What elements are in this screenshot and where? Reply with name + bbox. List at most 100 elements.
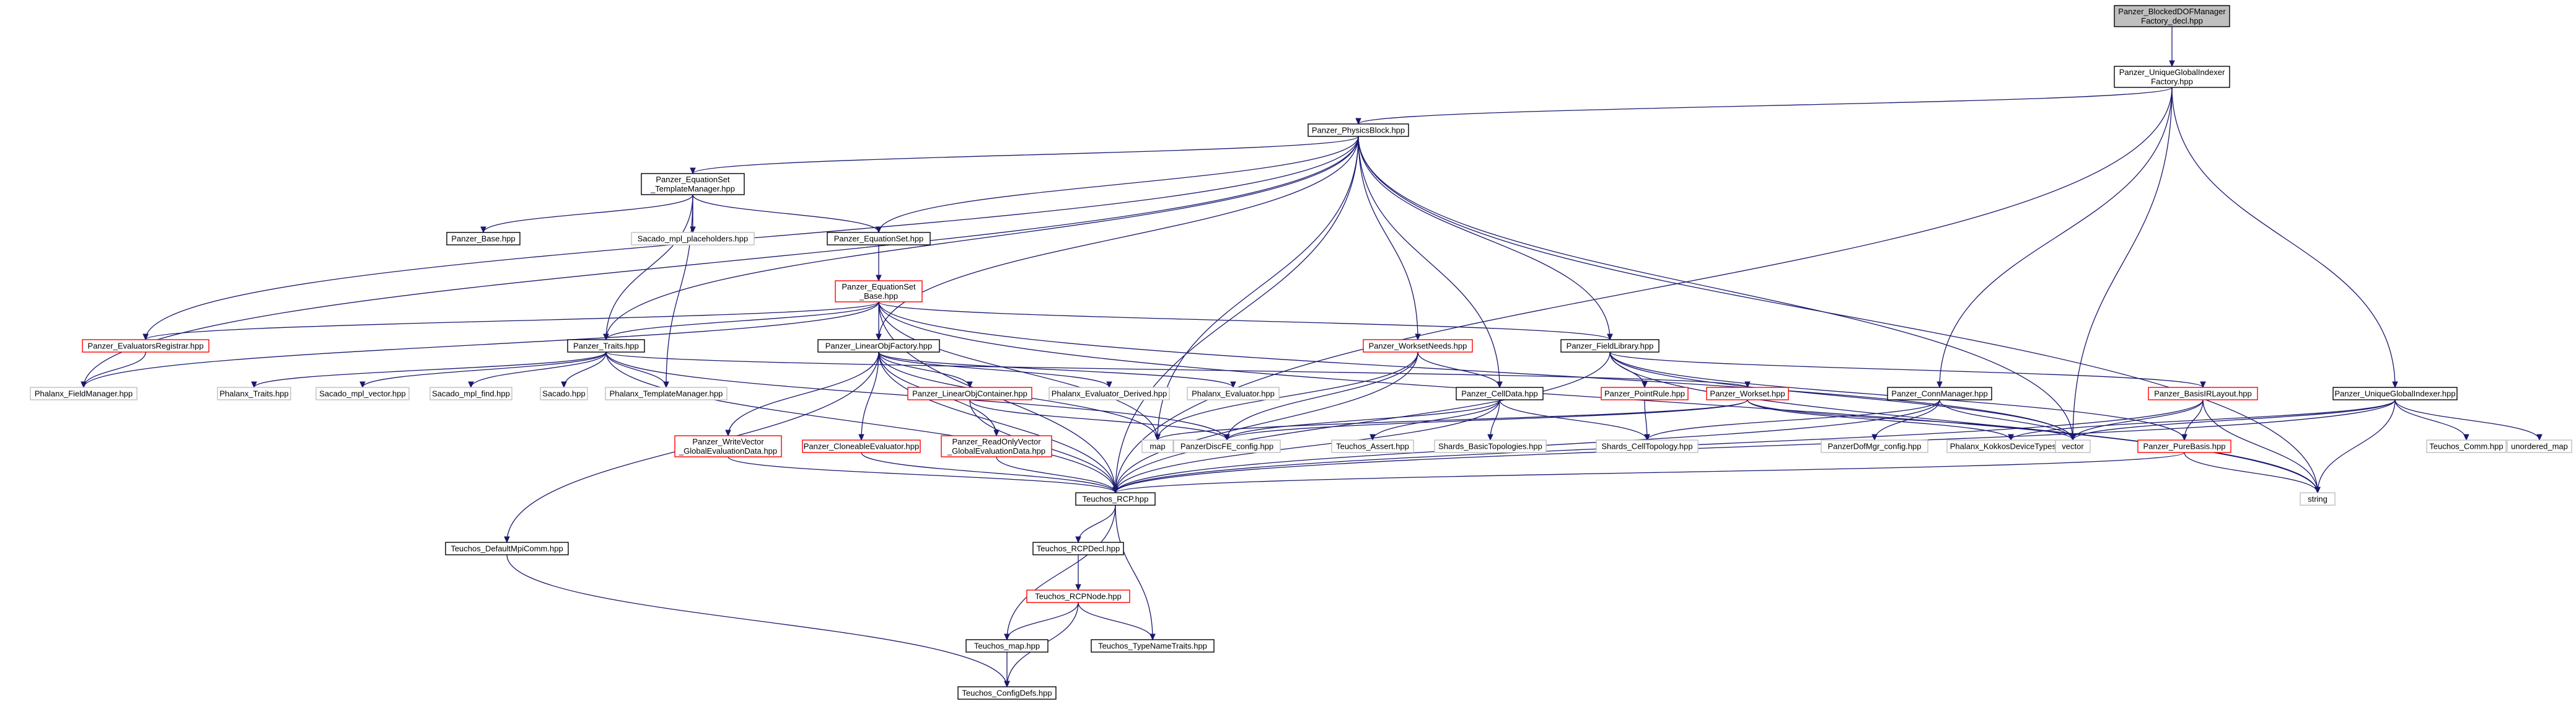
node-label: _GlobalEvaluationData.hpp (679, 446, 777, 456)
edge-esb-to-string (878, 301, 2318, 493)
node-label: Panzer_EvaluatorsRegistrar.hpp (87, 342, 203, 351)
edge-wn-to-map (1157, 351, 1418, 441)
node-esb[interactable]: Panzer_EquationSet_Base.hpp (835, 280, 923, 302)
edge-lof-to-wvg (728, 351, 879, 436)
edge-estm-to-ptm (666, 194, 693, 388)
arrowhead-ugif-to-cm (1936, 381, 1943, 389)
node-box (2137, 439, 2231, 453)
node-box (965, 639, 1048, 653)
node-ws[interactable]: Panzer_Workset.hpp (1706, 387, 1789, 400)
node-rovg[interactable]: Panzer_ReadOnlyVector_GlobalEvaluationDa… (941, 435, 1052, 457)
edge-esb-to-fm (83, 301, 879, 388)
node-pdm: PanzerDofMgr_config.hpp (1821, 439, 1928, 453)
node-wvg[interactable]: Panzer_WriteVector_GlobalEvaluationData.… (674, 435, 782, 457)
edge-ws-to-pdfe (1226, 399, 1748, 441)
arrowhead-rcpn-to-tmap (1004, 633, 1010, 641)
node-label: Panzer_WriteVector (692, 437, 764, 446)
node-lof[interactable]: Panzer_LinearObjFactory.hpp (817, 339, 940, 353)
node-wn[interactable]: Panzer_WorksetNeeds.hpp (1363, 339, 1473, 353)
arrowhead-wn-to-cd (1497, 381, 1503, 389)
node-rcpd[interactable]: Teuchos_RCPDecl.hpp (1032, 542, 1124, 555)
node-er[interactable]: Panzer_EvaluatorsRegistrar.hpp (82, 339, 209, 353)
arrowhead-rcp-to-rcpd (1075, 536, 1081, 544)
node-box (835, 280, 923, 302)
node-cd[interactable]: Panzer_CellData.hpp (1456, 387, 1544, 400)
node-label: Teuchos_RCPDecl.hpp (1037, 544, 1120, 554)
node-label: PanzerDiscFE_config.hpp (1180, 442, 1273, 451)
node-dmc[interactable]: Teuchos_DefaultMpiComm.hpp (445, 542, 569, 555)
node-label: Panzer_PhysicsBlock.hpp (1312, 126, 1405, 135)
node-box (641, 173, 745, 195)
node-es[interactable]: Panzer_EquationSet.hpp (827, 232, 931, 245)
edge-ws-to-map (1157, 399, 1748, 441)
edge-fl-to-bil (1609, 351, 2204, 388)
edge-ugi-to-string (2317, 399, 2396, 493)
node-label: Panzer_UniqueGlobalIndexer (2119, 68, 2225, 77)
node-label: Panzer_ReadOnlyVector (952, 437, 1041, 446)
node-base[interactable]: Panzer_Base.hpp (446, 232, 521, 245)
node-map: map (1141, 439, 1174, 453)
node-label: Panzer_EquationSet (842, 282, 916, 291)
node-ugi[interactable]: Panzer_UniqueGlobalIndexer.hpp (2332, 387, 2458, 400)
arrowhead-traits-to-ptm (663, 381, 669, 389)
arrowhead-cd-to-ta (1369, 434, 1376, 441)
arrowhead-traits-to-smv (359, 381, 366, 389)
node-box (1706, 387, 1789, 400)
node-label: Panzer_Base.hpp (451, 234, 515, 244)
arrowhead-esb-to-fl (1607, 333, 1613, 341)
node-rcp[interactable]: Teuchos_RCP.hpp (1075, 492, 1156, 506)
arrowhead-rovg-to-rcp (1112, 487, 1119, 494)
node-box (957, 686, 1057, 700)
node-traits[interactable]: Panzer_Traits.hpp (567, 339, 645, 353)
node-label: Phalanx_Evaluator.hpp (1192, 389, 1275, 399)
node-box (1173, 439, 1281, 453)
node-pb[interactable]: Panzer_PhysicsBlock.hpp (1308, 123, 1409, 137)
node-loc[interactable]: Panzer_LinearObjContainer.hpp (907, 387, 1032, 400)
edge-esb-to-vector (878, 301, 2073, 441)
node-box (1560, 339, 1659, 353)
node-rcpn[interactable]: Teuchos_RCPNode.hpp (1026, 589, 1130, 603)
node-estm[interactable]: Panzer_EquationSet_TemplateManager.hpp (641, 173, 745, 195)
edge-pb-to-es (878, 136, 1359, 233)
node-ttn[interactable]: Teuchos_TypeNameTraits.hpp (1091, 639, 1215, 653)
node-cm[interactable]: Panzer_ConnManager.hpp (1887, 387, 1992, 400)
node-box (941, 435, 1052, 457)
node-box (1048, 387, 1170, 400)
node-label: Sacado_mpl_vector.hpp (319, 389, 405, 399)
edge-rovg-to-rcp (996, 456, 1116, 493)
node-label: Teuchos_ConfigDefs.hpp (962, 689, 1052, 698)
node-pr[interactable]: Panzer_PointRule.hpp (1601, 387, 1689, 400)
node-ptraits: Phalanx_Traits.hpp (217, 387, 291, 400)
node-box (1141, 439, 1174, 453)
node-bil[interactable]: Panzer_BasisIRLayout.hpp (2148, 387, 2258, 400)
edge-pb-to-map (1157, 136, 1359, 441)
node-label: Phalanx_Traits.hpp (219, 389, 289, 399)
edge-cd-to-pdfe (1226, 399, 1500, 441)
node-pbasis[interactable]: Panzer_PureBasis.hpp (2137, 439, 2231, 453)
node-label: Phalanx_TemplateManager.hpp (610, 389, 723, 399)
edge-esb-to-traits (605, 301, 879, 340)
arrowhead-fl-to-bil (2200, 381, 2206, 389)
arrowhead-lof-to-wvg (725, 430, 731, 437)
edge-esb-to-fl (878, 301, 1611, 340)
node-box (315, 387, 410, 400)
arrowhead-ugi-to-string (2314, 487, 2321, 494)
edge-ugi-to-rcp (1115, 399, 2396, 493)
arrowhead-esb-to-traits (603, 333, 609, 341)
node-label: Teuchos_map.hpp (974, 642, 1040, 651)
node-label: string (2308, 495, 2328, 504)
arrowhead-traits-to-smf (468, 381, 474, 389)
node-ce[interactable]: Panzer_CloneableEvaluator.hpp (802, 439, 921, 453)
node-label: map (1150, 442, 1165, 451)
node-box (30, 387, 138, 400)
node-tmap[interactable]: Teuchos_map.hpp (965, 639, 1048, 653)
node-box (674, 435, 782, 457)
node-tcd[interactable]: Teuchos_ConfigDefs.hpp (957, 686, 1057, 700)
node-box (827, 232, 931, 245)
edge-bil-to-vector (2072, 399, 2204, 441)
node-fl[interactable]: Panzer_FieldLibrary.hpp (1560, 339, 1659, 353)
edge-wn-to-pdfe (1226, 351, 1418, 441)
arrowhead-ugi-to-umap (2536, 434, 2543, 441)
